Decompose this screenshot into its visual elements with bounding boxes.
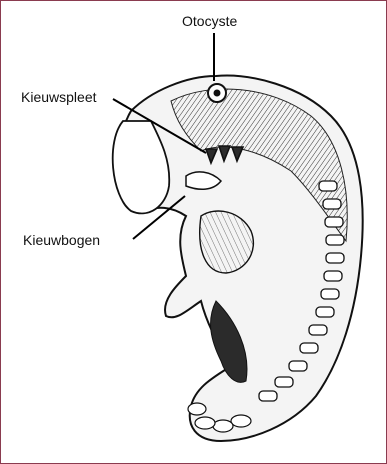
label-kieuwbogen: Kieuwbogen <box>23 232 100 248</box>
label-otocyste: Otocyste <box>182 13 237 29</box>
gill-arches <box>206 146 243 163</box>
label-kieuwspleet: Kieuwspleet <box>21 89 97 105</box>
